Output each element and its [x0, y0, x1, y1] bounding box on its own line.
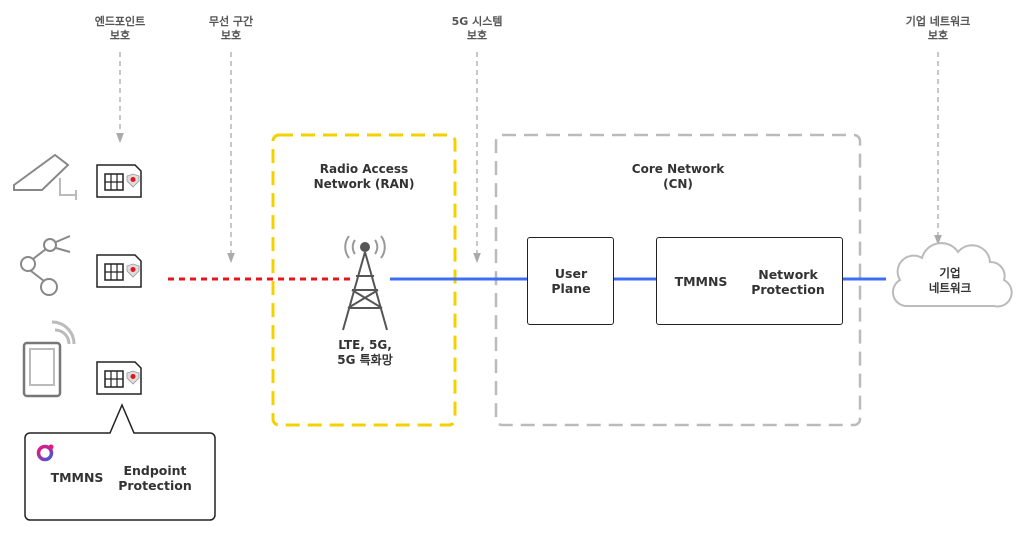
bubble-tmmns-label: TMMNS	[50, 470, 104, 485]
user-plane-label: User Plane	[551, 266, 591, 296]
label-enterprise-protection: 기업 네트워크 보호	[905, 15, 971, 42]
sim-card-icon	[96, 164, 142, 198]
cctv-camera-icon	[13, 153, 77, 200]
ran-title: Radio Access Network (RAN)	[313, 162, 415, 191]
sim-card-icon	[96, 361, 142, 395]
label-endpoint-protection: 엔드포인트 보호	[94, 15, 146, 42]
endpoint-bubble-shape	[24, 403, 216, 521]
core-title: Core Network (CN)	[631, 162, 725, 191]
tablet-icon	[22, 320, 76, 398]
label-wireless-protection: 무선 구간 보호	[208, 15, 254, 42]
tower-label: LTE, 5G, 5G 특화망	[337, 338, 393, 367]
tmmns-label: TMMNS	[674, 274, 728, 289]
label-5g-system-protection: 5G 시스템 보호	[451, 15, 503, 42]
tmmns-logo-icon	[36, 444, 54, 462]
robot-arm-icon	[20, 235, 71, 296]
cloud-shape	[891, 242, 1013, 308]
cell-tower-icon	[342, 235, 388, 331]
cloud-label: 기업 네트워크	[928, 266, 972, 295]
sim-card-icon	[96, 254, 142, 288]
tmmns-network-box: TMMNS Network Protection	[656, 237, 843, 325]
user-plane-box: User Plane	[527, 237, 614, 325]
network-protection-label: Network Protection	[751, 267, 825, 297]
endpoint-protection-label: Endpoint Protection	[118, 463, 192, 493]
